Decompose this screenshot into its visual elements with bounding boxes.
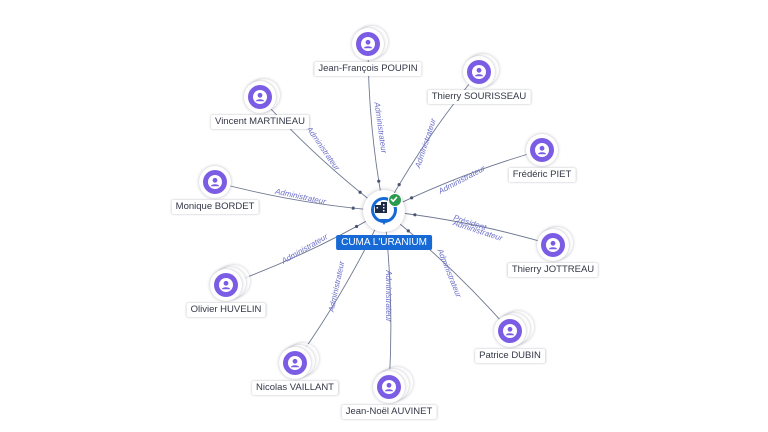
edge-arrow-f-piet bbox=[409, 196, 414, 200]
avatar-ring bbox=[210, 269, 242, 301]
edge-role-label: Administrateur bbox=[372, 100, 388, 154]
avatar bbox=[203, 170, 227, 194]
person-icon bbox=[361, 37, 375, 51]
avatar-stack bbox=[463, 54, 499, 88]
company-pin bbox=[371, 197, 397, 225]
check-icon bbox=[390, 196, 398, 203]
avatar-stack bbox=[199, 166, 231, 198]
person-name-label[interactable]: Monique BORDET bbox=[171, 200, 259, 214]
building-icon bbox=[375, 202, 387, 213]
avatar-ring bbox=[352, 28, 384, 60]
edge-arrow-o-huvelin bbox=[354, 224, 359, 229]
edge-role-label: Administrateur bbox=[273, 187, 327, 207]
avatar bbox=[283, 351, 307, 375]
person-name-label[interactable]: Jean-Noël AUVINET bbox=[341, 405, 437, 419]
person-icon bbox=[472, 65, 486, 79]
edge-arrow-p-dubin bbox=[406, 229, 410, 233]
avatar bbox=[248, 85, 272, 109]
person-name-label[interactable]: Vincent MARTINEAU bbox=[211, 115, 309, 129]
edge-jn-auvinet bbox=[383, 210, 392, 388]
avatar bbox=[214, 273, 238, 297]
person-icon bbox=[288, 356, 302, 370]
avatar-ring bbox=[537, 229, 569, 261]
avatar-ring bbox=[279, 347, 311, 379]
edge-arrow-t-sourisseau bbox=[397, 183, 401, 187]
avatar-stack bbox=[373, 367, 413, 403]
avatar bbox=[377, 375, 401, 399]
person-icon bbox=[546, 238, 560, 252]
edge-role-label: Administrateur bbox=[279, 232, 329, 266]
edge-role-label: Administrateur bbox=[384, 269, 393, 322]
avatar-ring bbox=[244, 81, 276, 113]
edge-arrow-jf-poupin bbox=[377, 179, 381, 183]
edge-role-label: Administrateur bbox=[413, 117, 438, 170]
avatar bbox=[530, 138, 554, 162]
person-icon bbox=[535, 143, 549, 157]
avatar bbox=[498, 319, 522, 343]
avatar-stack bbox=[537, 227, 573, 261]
avatar-stack bbox=[352, 26, 388, 60]
person-icon bbox=[208, 175, 222, 189]
avatar-stack bbox=[494, 311, 534, 347]
avatar bbox=[356, 32, 380, 56]
avatar bbox=[541, 233, 565, 257]
edge-role-label: Administrateur bbox=[436, 164, 487, 197]
person-name-label[interactable]: Nicolas VAILLANT bbox=[252, 381, 338, 395]
person-icon bbox=[253, 90, 267, 104]
avatar-ring bbox=[463, 56, 495, 88]
avatar-stack bbox=[210, 265, 250, 301]
avatar-ring bbox=[526, 134, 558, 166]
edge-role-label: Administrateur bbox=[435, 247, 463, 299]
person-icon bbox=[503, 324, 517, 338]
edge-arrow-m-bordet bbox=[351, 206, 355, 210]
avatar bbox=[467, 60, 491, 84]
person-icon bbox=[382, 380, 396, 394]
avatar-stack bbox=[244, 79, 280, 113]
edge-arrow-v-martineau bbox=[358, 190, 362, 194]
person-name-label[interactable]: Thierry JOTTREAU bbox=[507, 263, 599, 277]
company-name-label[interactable]: CUMA L'URANIUM bbox=[336, 235, 432, 250]
avatar-ring bbox=[373, 371, 405, 403]
edge-arrow-t-jottreau bbox=[413, 213, 417, 217]
person-name-label[interactable]: Jean-François POUPIN bbox=[314, 62, 422, 76]
person-name-label[interactable]: Frédéric PIET bbox=[508, 168, 576, 182]
person-name-label[interactable]: Olivier HUVELIN bbox=[186, 303, 266, 317]
avatar-stack bbox=[279, 343, 319, 379]
person-icon bbox=[219, 278, 233, 292]
verified-badge bbox=[388, 193, 402, 207]
edge-role-label: Administrateur bbox=[327, 260, 347, 314]
avatar-ring bbox=[494, 315, 526, 347]
avatar-stack bbox=[526, 134, 558, 166]
avatar-ring bbox=[199, 166, 231, 198]
person-name-label[interactable]: Patrice DUBIN bbox=[475, 349, 545, 363]
person-name-label[interactable]: Thierry SOURISSEAU bbox=[427, 90, 531, 104]
